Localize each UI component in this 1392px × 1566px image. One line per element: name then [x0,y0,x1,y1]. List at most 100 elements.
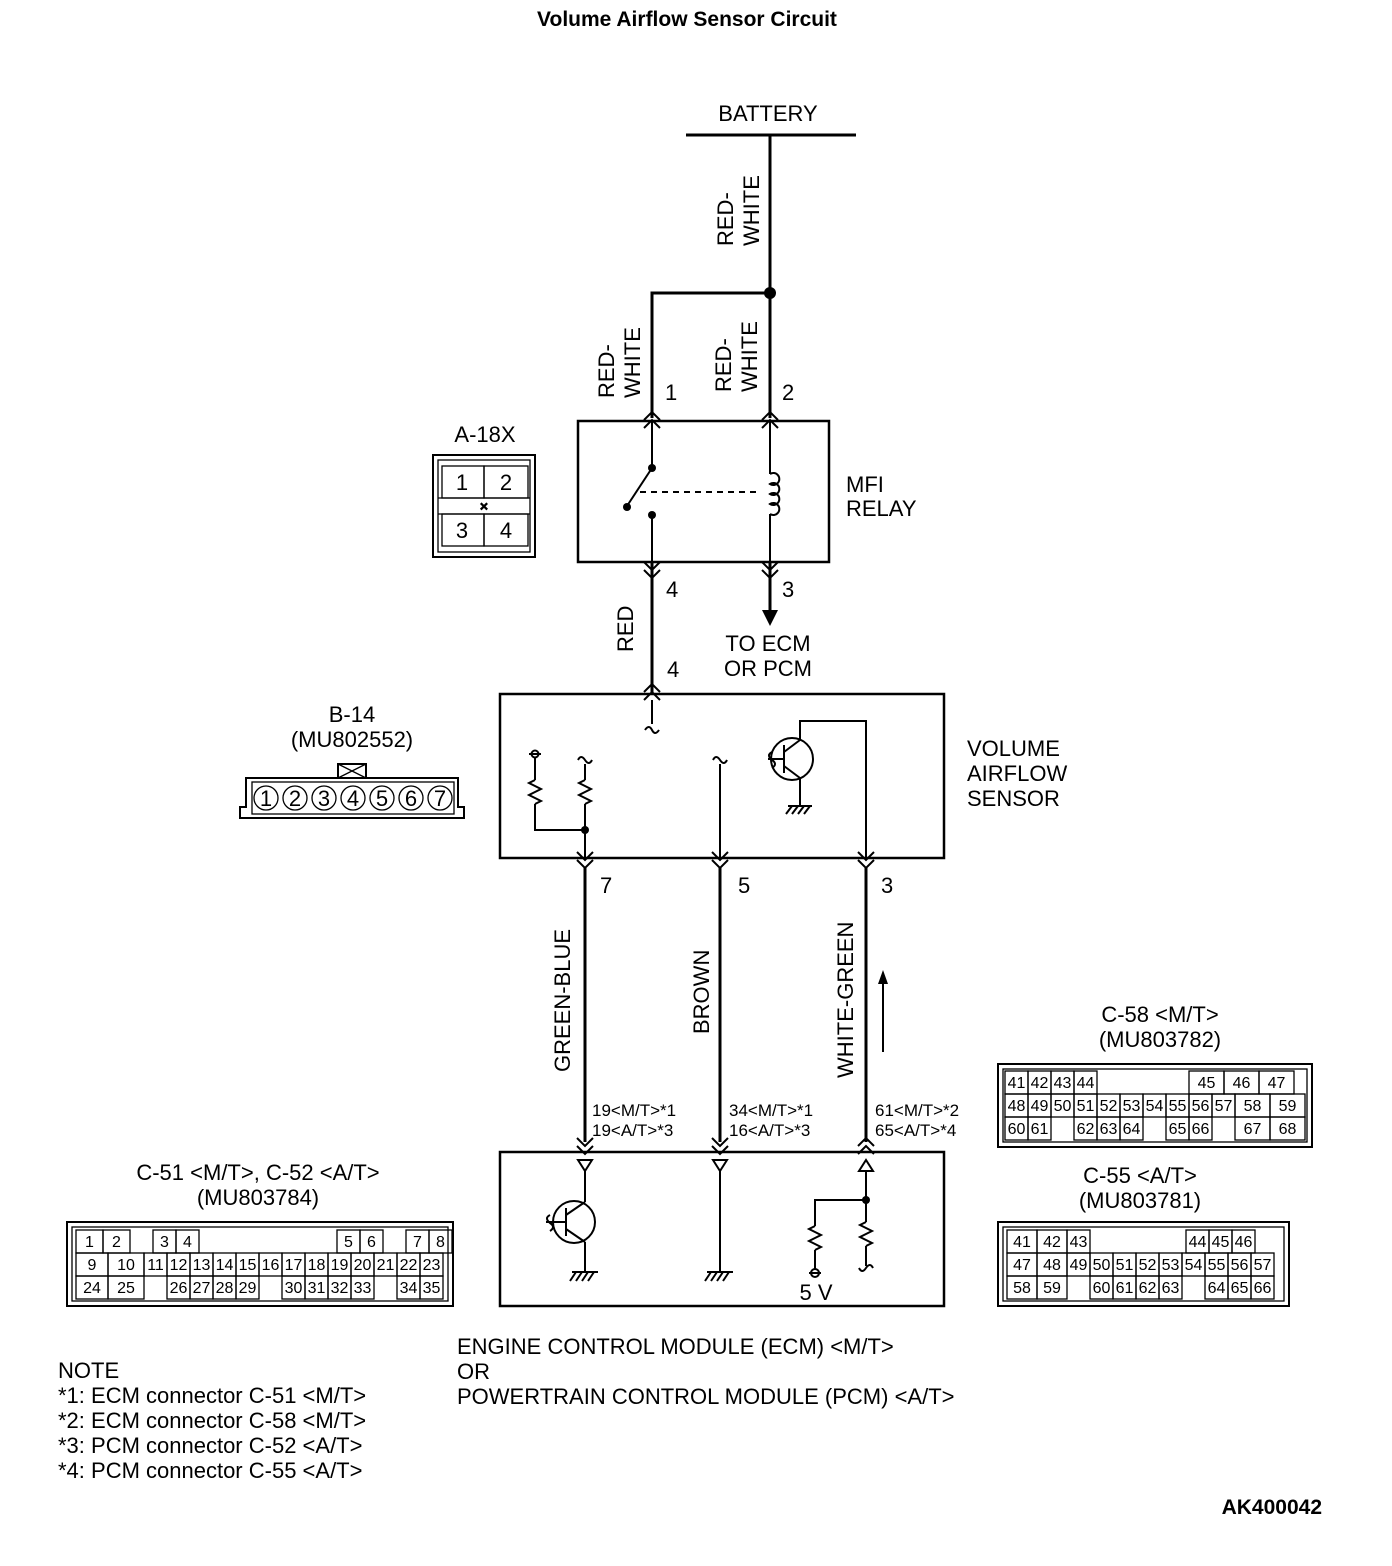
c51-pin-label: 34 [400,1280,418,1297]
c51-pin-label: 29 [239,1280,257,1297]
ecm-transistor-break-icon [546,1214,554,1232]
sensor-connector-pin-6: 6 [405,786,417,811]
ecm-terminal-1-a: 19<M/T>*1 [592,1101,676,1120]
c58-pin-label: 44 [1077,1075,1095,1092]
sensor-pin4-break-icon [644,726,660,734]
sensor-transistor-collector [783,739,801,753]
c55-pin-label: 51 [1116,1257,1134,1274]
wire-color-trunk-1: RED- [713,192,738,246]
c51-pin-label: 31 [308,1280,326,1297]
c55-pin-label: 50 [1093,1257,1111,1274]
relay-coil [768,472,781,516]
mfi-relay-label-1: MFI [846,472,884,497]
sensor-connector-pins: 1 2 3 4 5 6 7 [253,785,453,811]
sensor-resistor-1 [526,779,544,805]
wire-color-red: RED [613,606,638,652]
c55-pin-label: 45 [1212,1234,1230,1251]
note-line-4: *4: PCM connector C-55 <A/T> [58,1458,362,1483]
signal-direction-arrow-icon [878,970,888,984]
c55-pin-label: 61 [1116,1280,1134,1297]
c55-pin-label: 62 [1139,1280,1157,1297]
airflow-sensor-box [498,692,946,860]
mfi-relay-label-2: RELAY [846,496,917,521]
c58-pin-label: 55 [1169,1098,1187,1115]
sensor-label-3: SENSOR [967,786,1060,811]
c51-pin-label: 24 [83,1280,101,1297]
relay-pin-1: 1 [665,380,677,405]
c51-pin-label: 7 [413,1234,422,1251]
c58-pin-label: 54 [1146,1098,1164,1115]
sensor-connector-latch-mark [337,763,367,779]
mfi-relay-box [576,419,831,564]
ecm-signal-resistor [857,1221,875,1247]
ecm-terminal-1-connector [576,1137,594,1156]
c51-pin-label: 27 [193,1280,211,1297]
ecm-input-2-icon [711,1159,729,1173]
ecm-ground-icon-1 [569,1271,598,1282]
relay-pin-3: 3 [782,577,794,602]
sensor-pin4-terminal [643,682,661,701]
sensor-pin5-break-icon [712,756,728,764]
c51-pin-label: 32 [331,1280,349,1297]
c51-connector-inner [71,1226,449,1302]
relay-connector-key-icon: × [480,498,488,514]
relay-pin-2: 2 [782,380,794,405]
c51-pin-label: 1 [85,1234,94,1251]
c58-connector-title: C-58 <M/T> [1101,1002,1218,1027]
c55-pin-label: 52 [1139,1257,1157,1274]
note-line-2: *2: ECM connector C-58 <M/T> [58,1408,366,1433]
c51-pin-label: 6 [367,1234,376,1251]
wire-relay-pin1 [650,291,770,418]
c55-pin-label: 64 [1208,1280,1226,1297]
ecm-terminal-2-connector [711,1137,729,1156]
sensor-connector-pin-ring [369,785,395,811]
c51-pin-label: 30 [285,1280,303,1297]
sensor-pin-3: 3 [881,873,893,898]
sensor-connector-pin-2: 2 [289,786,301,811]
c55-pin-label: 66 [1254,1280,1272,1297]
c55-pin-label: 55 [1208,1257,1226,1274]
c51-pin-label: 15 [239,1257,257,1274]
diagram-title: Volume Airflow Sensor Circuit [537,8,837,31]
c51-pin-label: 5 [344,1234,353,1251]
ecm-transistor-collector [565,1201,586,1216]
c58-pin-label: 66 [1192,1121,1210,1138]
c58-pin-label: 50 [1054,1098,1072,1115]
ecm-terminal-3-a: 61<M/T>*2 [875,1101,959,1120]
c51-pin-label: 22 [400,1257,418,1274]
relay-connector-pin-3: 3 [456,518,468,543]
c51-pin-label: 20 [354,1257,372,1274]
c51-connector-part: (MU803784) [197,1185,319,1210]
ecm-terminal-3-connector [857,1136,875,1155]
c51-pin-cell [235,1275,260,1300]
c55-pin-label: 44 [1189,1234,1207,1251]
c55-connector-title: C-55 <A/T> [1083,1163,1197,1188]
ecm-transistor-emitter [565,1228,586,1243]
relay-pin-4: 4 [666,577,678,602]
c51-pin-label: 8 [436,1234,445,1251]
c58-pin-label: 46 [1233,1075,1251,1092]
c58-pin-label: 65 [1169,1121,1187,1138]
sensor-connector-pin-ring [282,785,308,811]
relay-connector-inner [437,459,531,553]
c51-pin-label: 21 [377,1257,395,1274]
c51-pin-label: 26 [170,1280,188,1297]
ecm-label-1: ENGINE CONTROL MODULE (ECM) <M/T> [457,1334,894,1359]
relay-switch-blade [626,467,653,507]
wire-color-brown: BROWN [689,950,714,1034]
battery-label: BATTERY [718,101,818,126]
wire-color-pin1-1: RED- [594,344,619,398]
c51-pin-label: 23 [423,1257,441,1274]
c51-pin-label: 35 [423,1280,441,1297]
sensor-connector-pin-ring [398,785,424,811]
note-line-3: *3: PCM connector C-52 <A/T> [58,1433,362,1458]
c55-connector-inner [1002,1226,1285,1302]
c55-pin-label: 49 [1070,1257,1088,1274]
sensor-resistor-2-break-icon [577,756,593,764]
sensor-ground-icon [785,805,812,815]
sensor-connector-pin-7: 7 [434,786,446,811]
sensor-connector-part: (MU802552) [291,727,413,752]
sensor-connector-pin-3: 3 [318,786,330,811]
